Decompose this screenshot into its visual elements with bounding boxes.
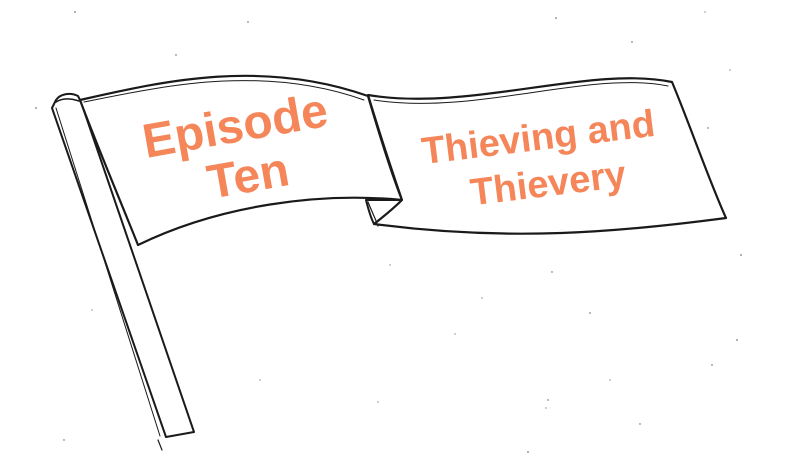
flag-pole <box>51 92 195 451</box>
paper-specks <box>35 11 742 453</box>
flag-right-panel <box>366 77 728 235</box>
